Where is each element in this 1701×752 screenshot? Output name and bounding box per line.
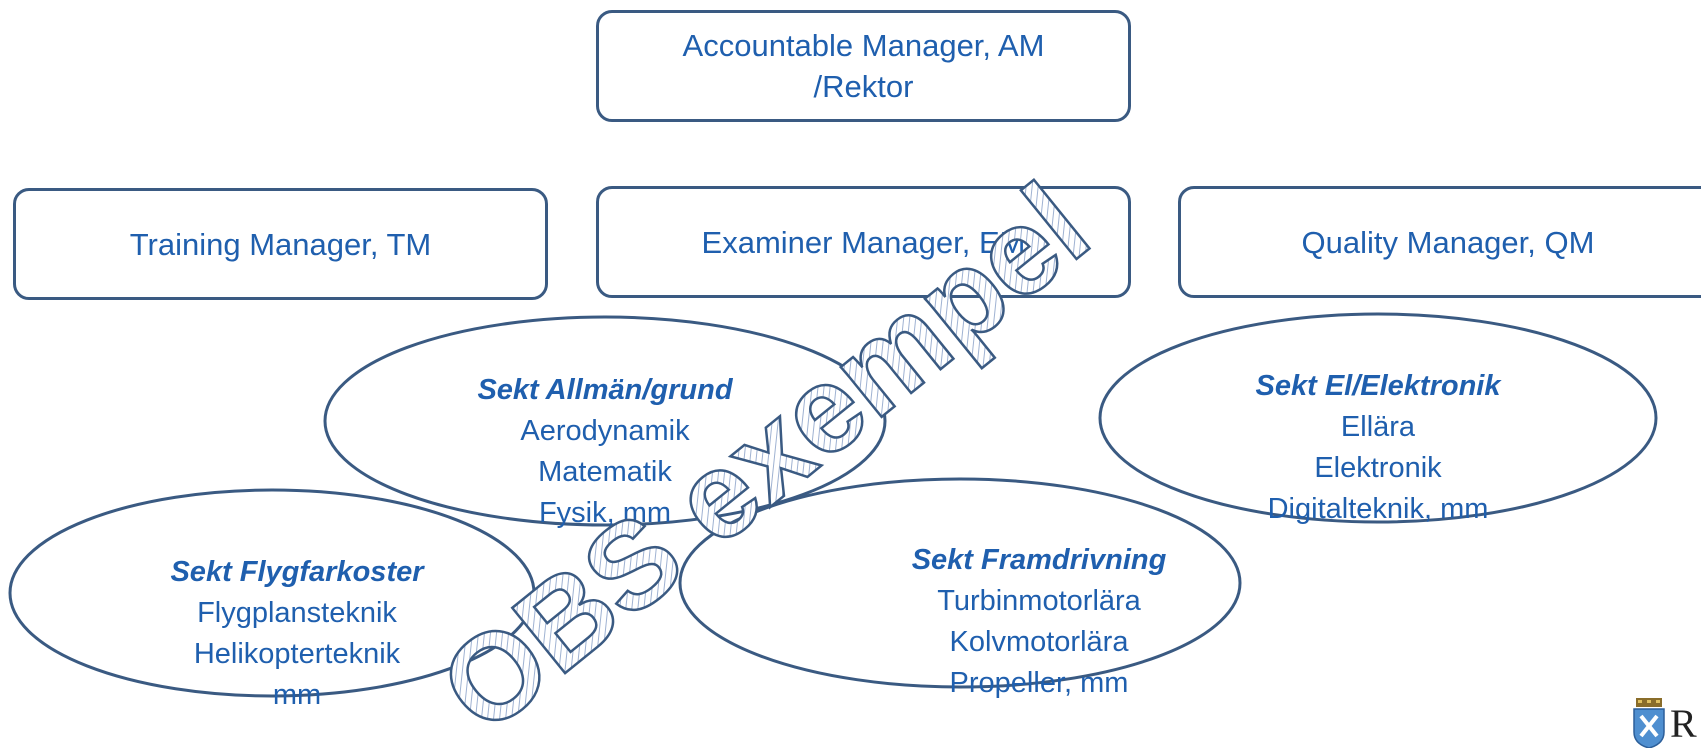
- section-allman-item: Aerodynamik: [520, 415, 690, 447]
- section-framdrivning-title: Sekt Framdrivning: [911, 544, 1167, 576]
- training-manager-label: Training Manager, TM: [129, 226, 432, 262]
- section-elektronik-item: Digitalteknik, mm: [1267, 493, 1489, 525]
- section-elektronik-title: Sekt El/Elektronik: [1255, 370, 1501, 402]
- quality-manager-label: Quality Manager, QM: [1301, 224, 1595, 260]
- section-elektronik-text: Sekt El/Elektronik Ellära Elektronik Dig…: [1178, 366, 1578, 530]
- examiner-manager-label: Examiner Manager, EM: [701, 224, 1026, 260]
- section-framdrivning-item: Turbinmotorlära: [937, 585, 1141, 617]
- watermark-text: OBS exempel: [416, 158, 1113, 752]
- ellipse-elektronik: [1098, 312, 1658, 524]
- logo-text: R: [1670, 701, 1697, 746]
- section-elektronik-item: Ellära: [1340, 411, 1416, 443]
- quality-manager-box: Quality Manager, QM: [1178, 186, 1701, 298]
- section-allman-item: Matematik: [538, 456, 672, 488]
- ellipse-framdrivning: [678, 477, 1242, 689]
- coat-of-arms-icon: [1633, 698, 1665, 748]
- section-elektronik-item: Elektronik: [1314, 452, 1442, 484]
- section-framdrivning-item: Propeller, mm: [949, 667, 1129, 699]
- section-flygfarkoster-item: Flygplansteknik: [197, 597, 397, 629]
- section-allman-title: Sekt Allmän/grund: [477, 374, 733, 406]
- accountable-manager-box: Accountable Manager, AM /Rektor: [596, 10, 1131, 122]
- accountable-manager-line2: /Rektor: [813, 69, 914, 104]
- section-framdrivning-item: Kolvmotorlära: [949, 626, 1129, 658]
- ellipse-flygfarkoster: [8, 488, 536, 698]
- training-manager-box: Training Manager, TM: [13, 188, 548, 300]
- ellipse-allman: [323, 315, 887, 527]
- section-flygfarkoster-text: Sekt Flygfarkoster Flygplansteknik Helik…: [97, 552, 497, 716]
- section-flygfarkoster-title: Sekt Flygfarkoster: [170, 556, 424, 588]
- section-allman-item: Fysik, mm: [538, 497, 672, 529]
- section-allman-text: Sekt Allmän/grund Aerodynamik Matematik …: [405, 370, 805, 534]
- section-flygfarkoster-item: mm: [272, 679, 322, 711]
- section-flygfarkoster-item: Helikopterteknik: [193, 638, 401, 670]
- accountable-manager-line1: Accountable Manager, AM: [682, 28, 1045, 63]
- examiner-manager-box: Examiner Manager, EM: [596, 186, 1131, 298]
- section-framdrivning-text: Sekt Framdrivning Turbinmotorlära Kolvmo…: [839, 540, 1239, 704]
